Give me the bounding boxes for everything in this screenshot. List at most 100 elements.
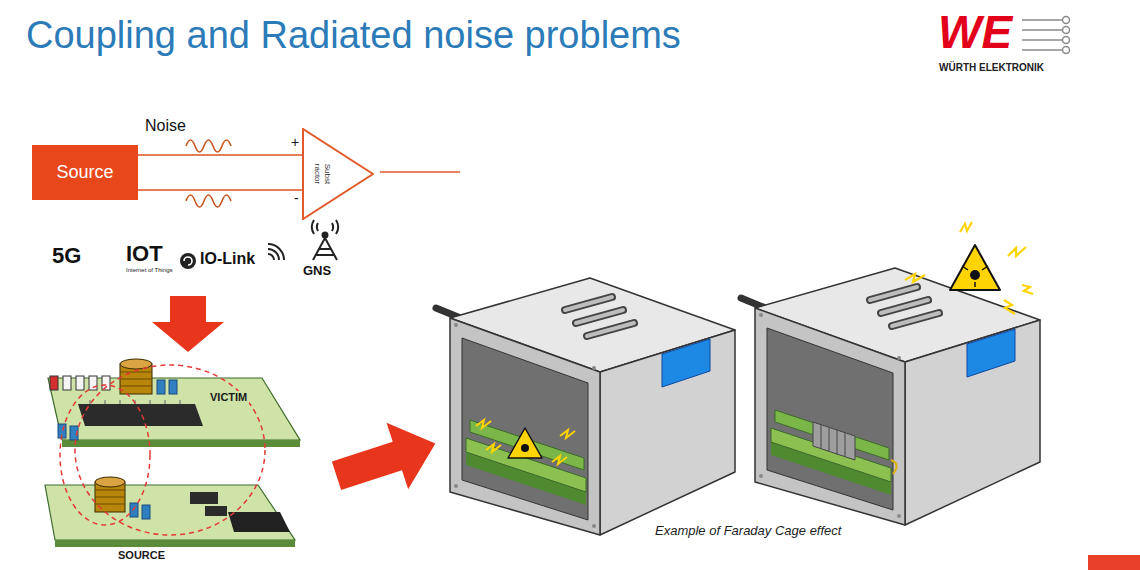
radiation-warning <box>1022 285 1033 294</box>
antenna-tower-icon <box>312 220 338 260</box>
victim-board <box>104 400 105 404</box>
enclosure-noisy <box>662 339 710 387</box>
enclosure-shielded <box>870 287 939 326</box>
victim-board <box>149 400 150 404</box>
io-link-icon <box>184 257 192 265</box>
victim-board <box>164 400 165 404</box>
enclosure-noisy <box>486 444 501 452</box>
radiation-warning <box>1004 300 1015 314</box>
enclosure-noisy <box>560 430 575 438</box>
magnetic-field-lines <box>75 365 265 535</box>
enclosure-shielded <box>844 433 845 457</box>
input-sign: + <box>291 134 299 150</box>
enclosure-shielded <box>759 313 763 317</box>
input-sign: - <box>294 190 299 206</box>
enclosure-noisy <box>476 420 575 464</box>
page-title: Coupling and Radiated noise problems <box>26 14 681 58</box>
source-board <box>95 490 125 491</box>
corner-mark <box>1088 555 1140 570</box>
logo-text: WÜRTH ELEKTRONIK <box>939 62 1044 74</box>
source-board <box>45 485 295 540</box>
logo-lines <box>1022 17 1070 54</box>
victim-board <box>76 376 84 390</box>
logo-lines <box>1063 37 1070 44</box>
enclosure-noisy <box>576 310 623 323</box>
enclosure-shielded <box>836 430 837 455</box>
logo-lines <box>1022 49 1062 51</box>
wifi-icon <box>268 249 279 260</box>
radiation-warning <box>905 222 1033 314</box>
enclosure-shielded <box>821 425 845 457</box>
victim-board <box>179 400 180 404</box>
source-board <box>142 505 150 519</box>
radiation-warning <box>905 274 925 282</box>
enclosure-shielded <box>891 460 897 474</box>
source-board <box>95 497 125 498</box>
source-box: Source <box>32 145 138 200</box>
enclosure-noisy <box>508 428 542 458</box>
wifi-icon <box>268 254 274 260</box>
source-board <box>95 477 125 487</box>
antenna-tower-icon <box>317 223 318 231</box>
enclosure-noisy <box>436 278 735 535</box>
node-text: Source <box>56 162 113 183</box>
enclosure-shielded <box>897 514 901 518</box>
wifi-icon <box>268 244 284 260</box>
enclosure-shielded <box>892 313 939 326</box>
victim-board <box>120 386 152 387</box>
radiation-warning <box>962 266 968 270</box>
enclosure-noisy <box>576 310 623 323</box>
enclosure-shielded <box>905 320 1040 525</box>
enclosure-shielded <box>881 300 928 313</box>
source-board <box>45 477 295 547</box>
output-wire <box>380 171 460 173</box>
enclosure-noisy <box>552 456 567 464</box>
source-board <box>55 540 295 547</box>
source-board <box>228 512 290 532</box>
enclosure-shielded <box>870 287 917 300</box>
technology-logo: IO-Link <box>200 250 255 268</box>
antenna-tower-icon <box>319 248 331 250</box>
logo-lines <box>1022 39 1062 41</box>
victim-board <box>120 372 152 386</box>
magnetic-field-lines <box>60 365 265 535</box>
logo-lines <box>1022 29 1062 31</box>
enclosure-shielded <box>759 313 901 518</box>
triangle-outline <box>303 129 373 219</box>
victim-board <box>50 376 58 390</box>
noise-squiggle <box>186 195 231 207</box>
technology-logo: 5G <box>52 243 81 268</box>
enclosure-shielded <box>820 425 821 449</box>
noise-label: Noise <box>145 117 186 135</box>
board-label: VICTIM <box>208 391 249 404</box>
source-board <box>190 492 218 504</box>
triangle-outline <box>302 128 374 220</box>
enclosure-noisy <box>565 297 634 336</box>
enclosure-shielded <box>775 410 889 460</box>
noise-squiggle <box>186 140 231 207</box>
enclosure-noisy <box>454 484 458 488</box>
enclosure-noisy <box>476 420 491 428</box>
subtractor-triangle: Subst ractor <box>302 128 374 220</box>
technology-logo: GNS <box>303 264 331 279</box>
enclosure-noisy <box>450 318 600 535</box>
noise-squiggle <box>186 140 231 152</box>
node-text: Subst ractor <box>312 159 332 189</box>
antenna-tower-icon <box>336 220 338 234</box>
enclosure-noisy <box>592 524 596 528</box>
enclosure-shielded <box>881 300 928 313</box>
logo-lines <box>1063 17 1070 24</box>
enclosure-shielded <box>813 422 855 460</box>
technology-logo: IOT <box>126 241 163 266</box>
signal-wire <box>138 154 302 156</box>
red-arrow-right <box>326 410 447 509</box>
logo-subtitle: Internet of Things <box>126 267 173 274</box>
board-label: SOURCE <box>116 549 167 562</box>
enclosure-noisy <box>565 297 612 310</box>
enclosure-noisy <box>587 323 634 336</box>
io-link-icon <box>180 253 196 269</box>
enclosure-shielded <box>870 287 939 326</box>
enclosure-shielded <box>870 287 917 300</box>
victim-board <box>120 379 152 380</box>
logo-lines <box>1063 47 1070 54</box>
